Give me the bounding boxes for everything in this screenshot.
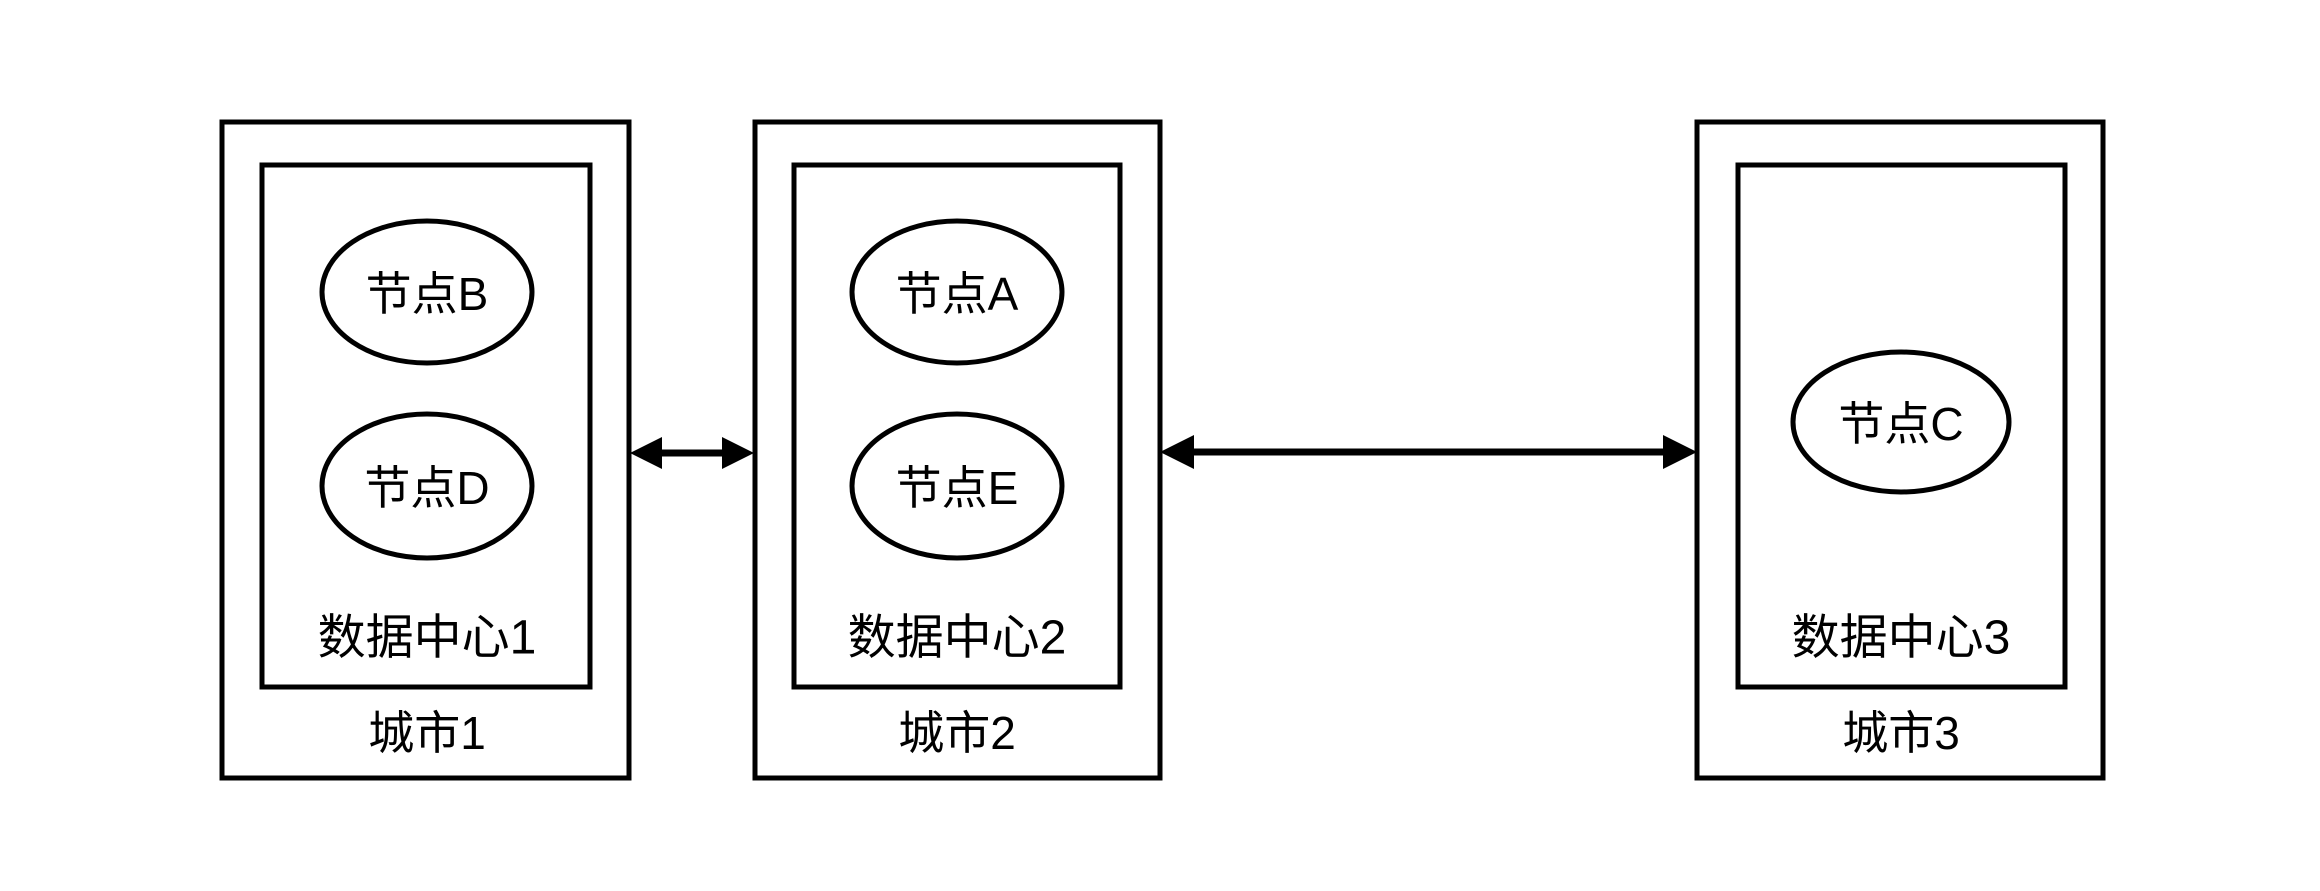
node-group-node-b[interactable]: 节点B [319,218,535,366]
node-label-node-e: 节点E [896,462,1019,514]
datacenter-group-2[interactable]: 节点A 节点E 数据中心2 [791,162,1123,690]
datacenter-label-1: 数据中心1 [318,612,537,665]
city-group-1[interactable]: 节点B 节点D 数据中心1 城市1 [219,119,632,781]
link-city1-city2-arrowhead-left [630,437,662,469]
node-group-node-a[interactable]: 节点A [849,218,1065,366]
node-ellipse-node-b[interactable] [319,218,535,366]
node-label-node-a: 节点A [896,268,1019,320]
datacenter-label-2: 数据中心2 [848,612,1067,665]
link-city2-city3-arrowhead-right [1663,435,1697,469]
node-group-node-c[interactable]: 节点C [1790,349,2012,495]
city-group-3[interactable]: 节点C 数据中心3 城市3 [1694,119,2106,781]
city-label-3: 城市3 [1842,707,1960,759]
node-ellipse-node-c[interactable] [1790,349,2012,495]
node-group-node-e[interactable]: 节点E [849,411,1065,561]
link-city1-city2[interactable] [630,437,754,469]
node-ellipse-node-d[interactable] [319,411,535,561]
datacenter-group-3[interactable]: 节点C 数据中心3 [1735,162,2068,690]
node-label-node-b: 节点B [366,268,489,320]
link-city1-city2-arrowhead-right [722,437,754,469]
node-group-node-d[interactable]: 节点D [319,411,535,561]
city-group-2[interactable]: 节点A 节点E 数据中心2 城市2 [752,119,1163,781]
node-ellipse-node-e[interactable] [849,411,1065,561]
node-label-node-d: 节点D [364,462,489,514]
datacenter-label-3: 数据中心3 [1792,612,2011,665]
city-label-1: 城市1 [368,707,486,759]
link-city2-city3[interactable] [1160,435,1697,469]
node-ellipse-node-a[interactable] [849,218,1065,366]
node-label-node-c: 节点C [1838,398,1963,450]
link-city2-city3-arrowhead-left [1160,435,1194,469]
city-label-2: 城市2 [898,707,1016,759]
datacenter-group-1[interactable]: 节点B 节点D 数据中心1 [259,162,593,690]
